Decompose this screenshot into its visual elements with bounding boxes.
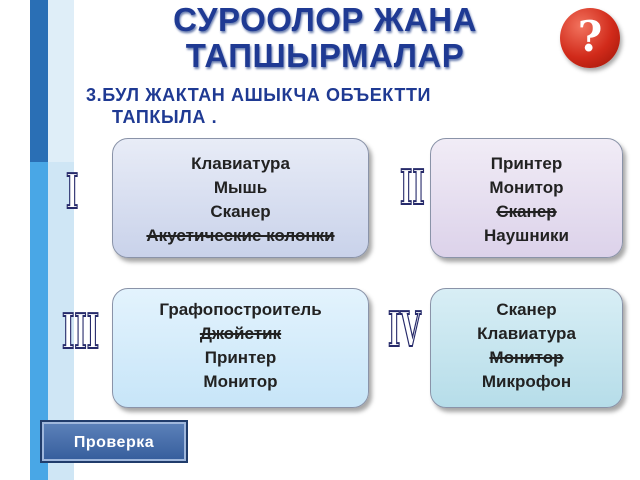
group-numeral-4: IV — [387, 302, 421, 358]
group-2-item[interactable]: Монитор — [489, 178, 564, 197]
page-title: СУРООЛОР ЖАНА ТАПШЫРМАЛАР — [108, 2, 542, 74]
group-numeral-3: III — [61, 304, 100, 360]
group-numeral-2: II — [399, 160, 425, 216]
group-2-item[interactable]: Сканер — [496, 202, 557, 221]
group-box-4: Сканер Клавиатура Монитор Микрофон — [430, 288, 623, 408]
group-3-item[interactable]: Джойстик — [199, 324, 282, 343]
group-3-item[interactable]: Монитор — [203, 372, 278, 391]
group-1-item[interactable]: Мышь — [213, 178, 268, 197]
question-mark-glyph: ? — [577, 12, 603, 61]
group-4-item[interactable]: Сканер — [496, 300, 557, 319]
help-question-icon[interactable]: ? — [560, 8, 620, 68]
group-2-item[interactable]: Принтер — [490, 154, 563, 173]
group-1-item[interactable]: Клавиатура — [191, 154, 290, 173]
task-instruction: 3.БУЛ ЖАКТАН АШЫКЧА ОБЪЕКТТИ ТАПКЫЛА . — [86, 84, 556, 128]
task-line-2: ТАПКЫЛА . — [112, 107, 218, 127]
group-numeral-1: I — [65, 164, 79, 220]
group-3-item[interactable]: Принтер — [204, 348, 277, 367]
group-1-item[interactable]: Акустические колонки — [146, 226, 335, 245]
group-1-item[interactable]: Сканер — [210, 202, 271, 221]
group-4-item[interactable]: Микрофон — [481, 372, 572, 391]
group-3-item[interactable]: Графопостроитель — [159, 300, 322, 319]
group-4-item[interactable]: Клавиатура — [477, 324, 576, 343]
group-box-2: Принтер Монитор Сканер Наушники — [430, 138, 623, 258]
group-4-item[interactable]: Монитор — [489, 348, 564, 367]
group-box-1: Клавиатура Мышь Сканер Акустические коло… — [112, 138, 369, 258]
title-line-1: СУРООЛОР ЖАНА — [173, 1, 477, 38]
left-accent-bar-dark — [30, 0, 48, 162]
task-line-1: 3.БУЛ ЖАКТАН АШЫКЧА ОБЪЕКТТИ — [86, 85, 432, 105]
title-line-2: ТАПШЫРМАЛАР — [185, 37, 465, 74]
check-button[interactable]: Проверка — [40, 420, 188, 463]
left-accent-bar-light — [30, 162, 48, 480]
group-box-3: Графопостроитель Джойстик Принтер Монито… — [112, 288, 369, 408]
group-2-item[interactable]: Наушники — [483, 226, 570, 245]
